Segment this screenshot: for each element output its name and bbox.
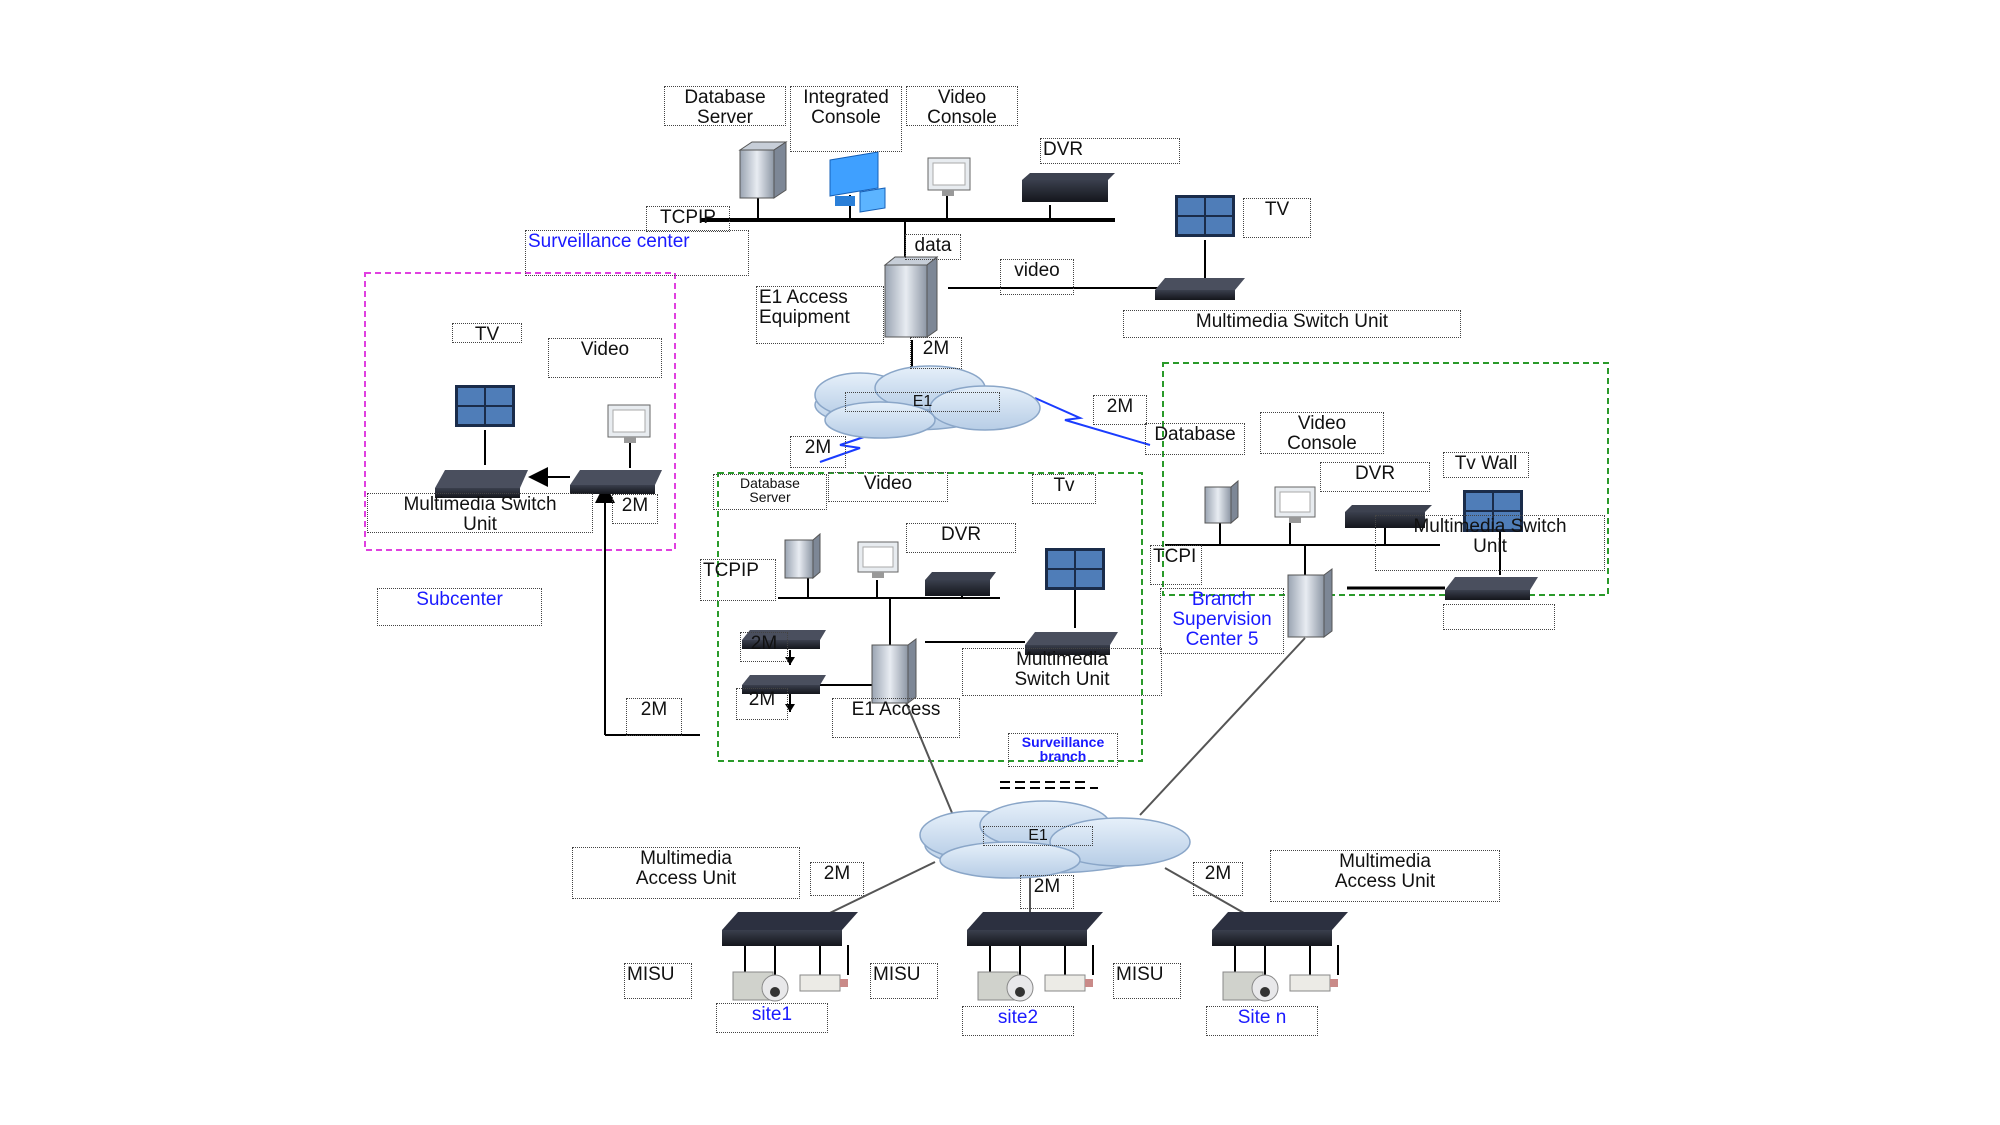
mid-msu-icon bbox=[1025, 632, 1118, 655]
dvr-top-label: DVR bbox=[1040, 138, 1180, 164]
surveillance-branch-label: Surveillance branch bbox=[1008, 733, 1118, 767]
sub-tv-label: TV bbox=[452, 323, 522, 345]
sub-msu-label: Multimedia Switch Unit bbox=[367, 493, 593, 535]
e1-cloud-bottom bbox=[919, 800, 1191, 879]
cloud-link-right bbox=[1034, 397, 1151, 446]
data-link-label: data bbox=[905, 234, 961, 260]
siten-label: Site n bbox=[1206, 1006, 1318, 1036]
misu-2-label: MISU bbox=[870, 963, 938, 999]
sub-2m-bottom-label: 2M bbox=[626, 698, 682, 736]
e1-access-equipment-icon bbox=[883, 255, 939, 338]
mid-msu-label: Multimedia Switch Unit bbox=[962, 648, 1162, 696]
integrated-console-label: Integrated Console bbox=[790, 86, 902, 152]
video-link-label: video bbox=[1000, 259, 1074, 295]
site1-label: site1 bbox=[716, 1003, 828, 1033]
bottom-2m-mid-label: 2M bbox=[1020, 875, 1074, 909]
tv-wall-mid-icon bbox=[1045, 548, 1105, 590]
mid-database-server-label: Database Server bbox=[713, 474, 827, 510]
right-blank-label bbox=[1443, 604, 1555, 630]
sub-video-label: Video bbox=[548, 338, 662, 378]
mid-video-monitor-icon bbox=[857, 541, 899, 578]
siten-access-unit-icon bbox=[1212, 912, 1348, 946]
sub-encoder-icon bbox=[570, 470, 662, 494]
mid-e1-access-label: E1 Access bbox=[832, 698, 960, 738]
right-tcpi-label: TCPI bbox=[1150, 545, 1202, 585]
tv-wall-sub-icon bbox=[455, 385, 515, 427]
dvr-top-icon bbox=[1022, 173, 1115, 202]
mau-left-label: Multimedia Access Unit bbox=[572, 847, 800, 899]
mid-encoder-b-icon bbox=[742, 675, 826, 694]
mid-database-server-icon bbox=[784, 532, 821, 580]
tcpip-top-label: TCPIP bbox=[646, 206, 730, 232]
twoM-right-cloud-label: 2M bbox=[1093, 395, 1147, 425]
right-video-console-label: Video Console bbox=[1260, 412, 1384, 454]
bottom-2m-left-label: 2M bbox=[810, 862, 864, 896]
tv-wall-top-icon bbox=[1175, 195, 1235, 237]
right-database-server-icon bbox=[1204, 479, 1239, 525]
e1-cloud-bottom-label: E1 bbox=[983, 826, 1093, 846]
mid-tv-label: Tv bbox=[1032, 474, 1096, 504]
mid-video-label: Video bbox=[828, 472, 948, 502]
msu-top-label: Multimedia Switch Unit bbox=[1123, 310, 1461, 338]
sub-video-monitor-icon bbox=[607, 404, 651, 443]
tv-top-label: TV bbox=[1243, 198, 1311, 238]
mid-e1-access-icon bbox=[871, 638, 917, 704]
mid-2m-b-label: 2M bbox=[736, 688, 788, 720]
database-server-top-label: Database Server bbox=[664, 86, 786, 128]
misu-1-label: MISU bbox=[624, 963, 692, 999]
site1-cameras-icon bbox=[732, 971, 848, 1002]
site2-cameras-icon bbox=[977, 971, 1093, 1002]
right-dvr-label: DVR bbox=[1320, 462, 1430, 492]
subcenter-label: Subcenter bbox=[377, 588, 542, 626]
mid-tcpip-label: TCPIP bbox=[700, 559, 776, 601]
surveillance-center-label: Surveillance center bbox=[525, 230, 749, 276]
bottom-2m-right-label: 2M bbox=[1193, 862, 1243, 896]
e1-access-equipment-label: E1 Access Equipment bbox=[756, 286, 884, 344]
database-server-top-icon bbox=[738, 141, 788, 199]
site1-access-unit-icon bbox=[722, 912, 858, 946]
mid-dvr-label: DVR bbox=[906, 523, 1016, 553]
right-tv-wall-label: Tv Wall bbox=[1443, 452, 1529, 478]
site2-label: site2 bbox=[962, 1006, 1074, 1036]
msu-top-icon bbox=[1155, 278, 1245, 300]
siten-cameras-icon bbox=[1222, 971, 1338, 1002]
branch-center-label: Branch Supervision Center 5 bbox=[1160, 588, 1284, 654]
branch-center-region bbox=[1162, 362, 1609, 596]
twoM-left-cloud-label: 2M bbox=[790, 436, 846, 468]
integrated-console-icon bbox=[829, 151, 886, 213]
right-msu-icon bbox=[1445, 577, 1538, 600]
mau-right-label: Multimedia Access Unit bbox=[1270, 850, 1500, 902]
sub-2m-label: 2M bbox=[612, 494, 658, 524]
twoM-top-label: 2M bbox=[910, 337, 962, 369]
right-video-monitor-icon bbox=[1274, 486, 1316, 523]
right-dvr-icon bbox=[1345, 505, 1432, 528]
mid-2m-a-label: 2M bbox=[740, 632, 788, 662]
right-msu-label: Multimedia Switch Unit bbox=[1375, 515, 1605, 571]
site2-access-unit-icon bbox=[967, 912, 1103, 946]
misu-3-label: MISU bbox=[1113, 963, 1181, 999]
right-e1-access-icon bbox=[1287, 568, 1333, 638]
right-database-label: Database bbox=[1145, 423, 1245, 455]
mid-dvr-icon bbox=[925, 572, 996, 596]
e1-cloud-top-label: E1 bbox=[845, 392, 1000, 412]
subcenter-region bbox=[364, 272, 676, 551]
video-console-top-label: Video Console bbox=[906, 86, 1018, 128]
video-console-top-icon bbox=[927, 157, 971, 196]
tv-wall-right-icon bbox=[1463, 490, 1523, 532]
